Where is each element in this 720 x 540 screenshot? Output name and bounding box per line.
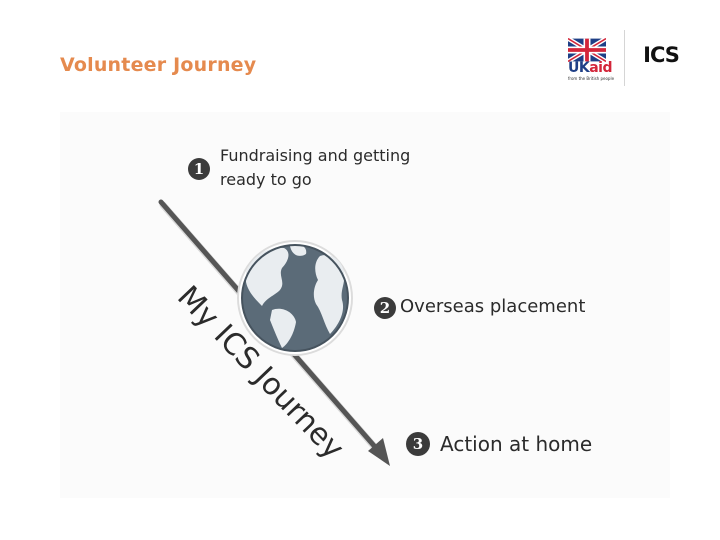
globe-icon <box>237 240 353 356</box>
step-label: Fundraising and getting ready to go <box>220 146 411 189</box>
slide-title: Volunteer Journey <box>60 54 257 76</box>
journey-step-3: 3 Action at home <box>406 432 592 458</box>
logo-divider <box>624 30 625 86</box>
step-number-badge: 2 <box>374 297 396 319</box>
step-label: Action at home <box>440 432 593 456</box>
journey-step-1: 1 Fundraising and getting ready to go <box>188 144 430 192</box>
ukaid-tagline: from the British people <box>568 76 615 81</box>
logo-group: UKaid from the British people ICS <box>566 30 690 86</box>
ics-logo: ICS <box>643 43 680 67</box>
uk-flag-icon <box>568 38 606 62</box>
ukaid-aid-text: aid <box>589 60 612 76</box>
ukaid-logo: UKaid <box>568 61 616 75</box>
step-number-badge: 1 <box>188 158 210 180</box>
journey-step-2: 2 Overseas placement <box>374 296 586 320</box>
journey-arrowhead <box>368 438 390 466</box>
step-label: Overseas placement <box>400 296 586 317</box>
ukaid-uk-text: UK <box>568 60 590 76</box>
step-number-badge: 3 <box>406 432 430 456</box>
